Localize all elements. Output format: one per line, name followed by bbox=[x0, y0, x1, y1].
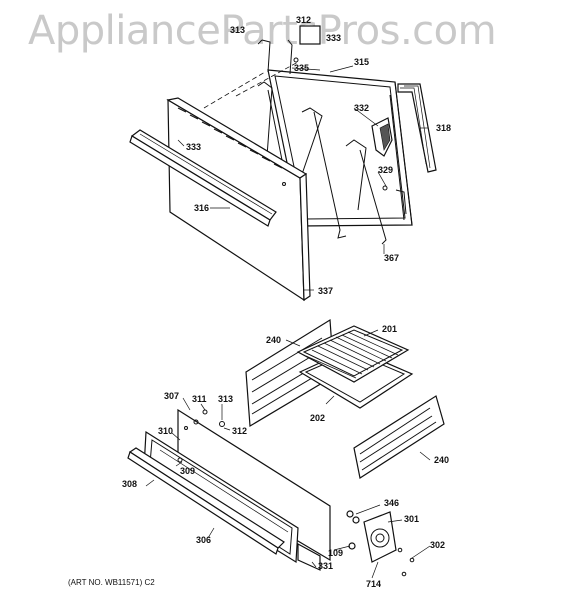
watermark: AppliancePartsPros.com bbox=[28, 8, 497, 54]
callout-316: 316 bbox=[194, 203, 210, 213]
callout-201: 201 bbox=[382, 324, 398, 334]
callout-301: 301 bbox=[404, 514, 420, 524]
door-handle bbox=[129, 129, 277, 227]
screw-302 bbox=[397, 547, 403, 553]
callout-309: 309 bbox=[180, 466, 196, 476]
door-gasket bbox=[397, 83, 437, 173]
callout-367: 367 bbox=[384, 253, 400, 263]
callout-337: 337 bbox=[318, 286, 334, 296]
callout-202: 202 bbox=[310, 413, 326, 423]
callout-313: 313 bbox=[218, 394, 234, 404]
drawer-roller-bracket bbox=[363, 511, 397, 563]
door-vent-slots bbox=[177, 107, 283, 169]
callout-335: 335 bbox=[294, 63, 310, 73]
callout-240-lower: 240 bbox=[434, 455, 450, 465]
right-side-rail bbox=[353, 395, 445, 479]
screw-311 bbox=[202, 409, 208, 415]
callout-331: 331 bbox=[318, 561, 334, 571]
drawer-side-bracket bbox=[297, 542, 321, 571]
alignment-line bbox=[203, 71, 266, 109]
callout-329: 329 bbox=[378, 165, 394, 175]
washer-346 bbox=[346, 510, 354, 518]
drawer-handle bbox=[127, 447, 285, 555]
callout-333-top: 333 bbox=[326, 33, 342, 43]
callout-333: 333 bbox=[186, 142, 202, 152]
callout-714: 714 bbox=[366, 579, 382, 589]
leader-lines bbox=[145, 65, 431, 579]
callout-240-upper: 240 bbox=[266, 335, 282, 345]
door-latch-bracket bbox=[371, 117, 393, 157]
callout-308: 308 bbox=[122, 479, 138, 489]
screw-309 bbox=[177, 457, 183, 463]
callout-312: 312 bbox=[232, 426, 248, 436]
callout-312-top: 312 bbox=[296, 15, 312, 25]
hinge-top-bracket bbox=[257, 25, 321, 75]
screw-302 bbox=[409, 557, 415, 563]
callout-318: 318 bbox=[436, 123, 452, 133]
drawer-back-panel bbox=[177, 408, 331, 562]
callout-310: 310 bbox=[158, 426, 174, 436]
door-side-clip bbox=[395, 189, 407, 215]
callout-315: 315 bbox=[354, 57, 370, 67]
screw-313 bbox=[219, 421, 225, 427]
callout-313-top: 313 bbox=[230, 25, 246, 35]
callout-306: 306 bbox=[196, 535, 212, 545]
art-number: (ART NO. WB11571) C2 bbox=[68, 578, 155, 587]
callout-346: 346 bbox=[384, 498, 400, 508]
washer bbox=[352, 516, 360, 524]
callout-109: 109 bbox=[328, 548, 344, 558]
callout-302: 302 bbox=[430, 540, 446, 550]
callout-307: 307 bbox=[164, 391, 180, 401]
hinge-wire-rods bbox=[257, 81, 387, 245]
alignment-line bbox=[235, 61, 299, 97]
screw bbox=[401, 571, 407, 577]
callout-311: 311 bbox=[192, 394, 207, 404]
callout-332: 332 bbox=[354, 103, 370, 113]
broiler-grid bbox=[296, 325, 410, 383]
screw-329 bbox=[382, 185, 388, 191]
